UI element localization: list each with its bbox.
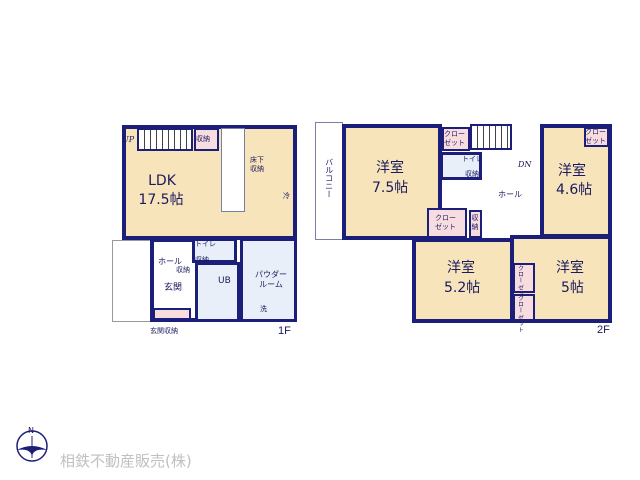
- floor-label-1f: 1F: [278, 325, 291, 337]
- room-4-6-name: 洋室: [558, 163, 586, 179]
- compass-icon: N: [14, 426, 50, 464]
- ldk-size: 17.5帖: [138, 192, 184, 208]
- stairs-2f: [470, 124, 512, 150]
- room-5-size: 5帖: [561, 280, 584, 296]
- closet-7-5: [442, 127, 470, 151]
- closet-4-6-label: クロー ゼット: [585, 128, 606, 145]
- toilet-2f: [440, 152, 482, 180]
- room-5-name: 洋室: [556, 260, 584, 276]
- powder-room-label: パウダー ルーム: [255, 270, 287, 289]
- floor-plan-2f: バルコニー 洋室 7.5帖 クロー ゼット トイレ 収納 ホール DN クロー …: [310, 118, 620, 336]
- ldk-name: LDK: [148, 173, 176, 189]
- stairs-1f: [137, 128, 193, 151]
- underfloor-storage-label: 床下 収納: [250, 156, 264, 173]
- toilet-storage-label: 収納: [195, 256, 209, 264]
- stairs-down-label: DN: [518, 160, 532, 169]
- entrance-storage-label: 玄関収納: [150, 327, 178, 335]
- room-4-6-size: 4.6帖: [556, 182, 593, 198]
- stairs-up-label: UP: [122, 135, 135, 144]
- closet-hall-label: クロー ゼット: [435, 214, 456, 231]
- closet-5-lower-label: クロー ゼット: [516, 295, 524, 333]
- storage-2f-label: 収納: [471, 214, 479, 231]
- hall-2f: [482, 152, 540, 240]
- closet-5-upper: [513, 263, 535, 293]
- entrance-label: 玄関: [164, 283, 183, 293]
- toilet-2f-storage-label: 収納: [465, 170, 479, 178]
- toilet-2f-label: トイレ: [462, 155, 483, 163]
- floor-label-2f: 2F: [597, 324, 610, 336]
- room-7-5-size: 7.5帖: [372, 180, 409, 196]
- washer-label: 洗: [260, 305, 267, 313]
- closet-5-upper-label: クロー ゼット: [516, 265, 524, 303]
- toilet-1f: [192, 238, 237, 263]
- storage-label: 収納: [196, 135, 210, 143]
- closet-5-lower: [513, 294, 535, 321]
- company-logo-text: 相鉄不動産販売(株): [60, 452, 192, 470]
- floor-plan-1f: UP 収納 床下 収納 冷 LDK 17.5帖 ホール 収納 玄関 トイレ 収納…: [110, 120, 300, 337]
- compass-letter: N: [28, 426, 34, 435]
- entrance-porch: [112, 240, 150, 322]
- balcony-label: バルコニー: [324, 158, 334, 198]
- room-7-5-name: 洋室: [376, 160, 404, 176]
- fridge-label: 冷: [283, 192, 290, 200]
- bathroom-ub: [195, 262, 240, 322]
- powder-room: [240, 238, 297, 322]
- closet-4-6: [584, 127, 609, 147]
- hall-label: ホール: [158, 257, 182, 266]
- entrance-storage: [153, 308, 191, 320]
- kitchen-counter: [221, 128, 245, 212]
- closet-label: クロー ゼット: [444, 130, 465, 147]
- bath-label: UB: [218, 276, 231, 286]
- closet-hall: [427, 208, 467, 238]
- storage-1f: [194, 128, 219, 151]
- room-5-2-size: 5.2帖: [444, 280, 481, 296]
- storage-2f: [469, 210, 482, 238]
- hall-storage-label: 収納: [176, 266, 190, 274]
- toilet-label: トイレ: [195, 240, 216, 248]
- hall-2f-label: ホール: [498, 190, 522, 199]
- room-5-2-name: 洋室: [447, 260, 475, 276]
- room-7-5: [342, 124, 442, 240]
